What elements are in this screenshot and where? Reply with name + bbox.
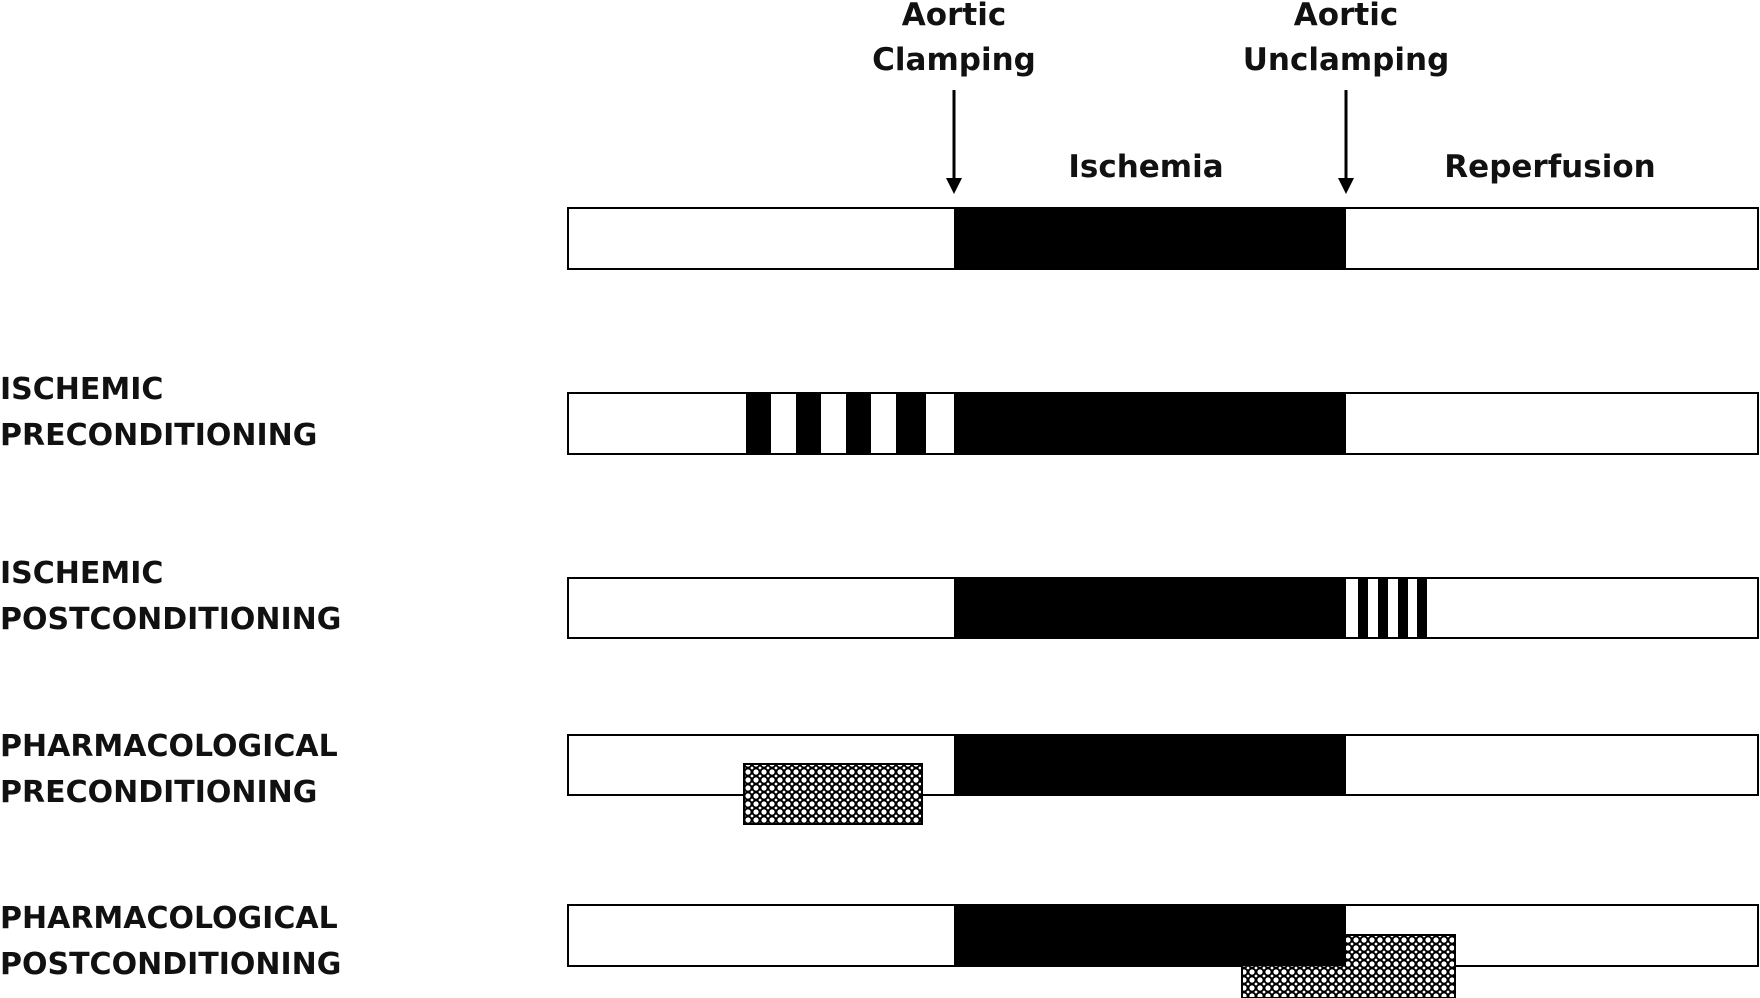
ischemia-block <box>954 735 1346 795</box>
ischemia-block <box>954 208 1346 269</box>
unclamping-arrow <box>1338 90 1354 194</box>
ischemia-block <box>954 905 1346 966</box>
reperfusion-label: Reperfusion <box>1444 149 1655 185</box>
postconditioning-cycle-4 <box>1417 578 1427 638</box>
row2-label-line1: ISCHEMIC <box>0 556 163 591</box>
preconditioning-cycle-1 <box>746 393 771 454</box>
ischemia-block <box>954 578 1346 638</box>
reference-timeline-bar <box>567 207 1759 270</box>
unclamping-label-line1: Aortic <box>1294 0 1398 33</box>
clamping-arrow <box>946 90 962 194</box>
clamping-label-line1: Aortic <box>902 0 1006 33</box>
row1-label-line2: PRECONDITIONING <box>0 418 317 453</box>
row4-label-line2: POSTCONDITIONING <box>0 947 341 982</box>
ischemic-postconditioning-bar <box>567 577 1759 639</box>
row1-label-line1: ISCHEMIC <box>0 372 163 407</box>
clamping-label-line2: Clamping <box>872 42 1036 78</box>
pharmacological-preconditioning-bar <box>567 734 1759 825</box>
postconditioning-cycle-2 <box>1378 578 1388 638</box>
preconditioning-cycle-4 <box>896 393 926 454</box>
postconditioning-cycle-1 <box>1358 578 1368 638</box>
preconditioning-cycle-2 <box>796 393 821 454</box>
ischemia-block <box>954 393 1346 454</box>
drug-administration-block <box>743 763 923 825</box>
row2-label-line2: POSTCONDITIONING <box>0 602 341 637</box>
postconditioning-cycle-3 <box>1398 578 1408 638</box>
pharmacological-postconditioning-bar <box>567 904 1759 998</box>
row3-label-line2: PRECONDITIONING <box>0 775 317 810</box>
ischemic-preconditioning-bar <box>567 392 1759 455</box>
unclamping-label-line2: Unclamping <box>1243 42 1450 78</box>
preconditioning-cycle-3 <box>846 393 871 454</box>
ischemia-label: Ischemia <box>1068 149 1223 185</box>
row3-label-line1: PHARMACOLOGICAL <box>0 729 338 764</box>
row4-label-line1: PHARMACOLOGICAL <box>0 901 338 936</box>
